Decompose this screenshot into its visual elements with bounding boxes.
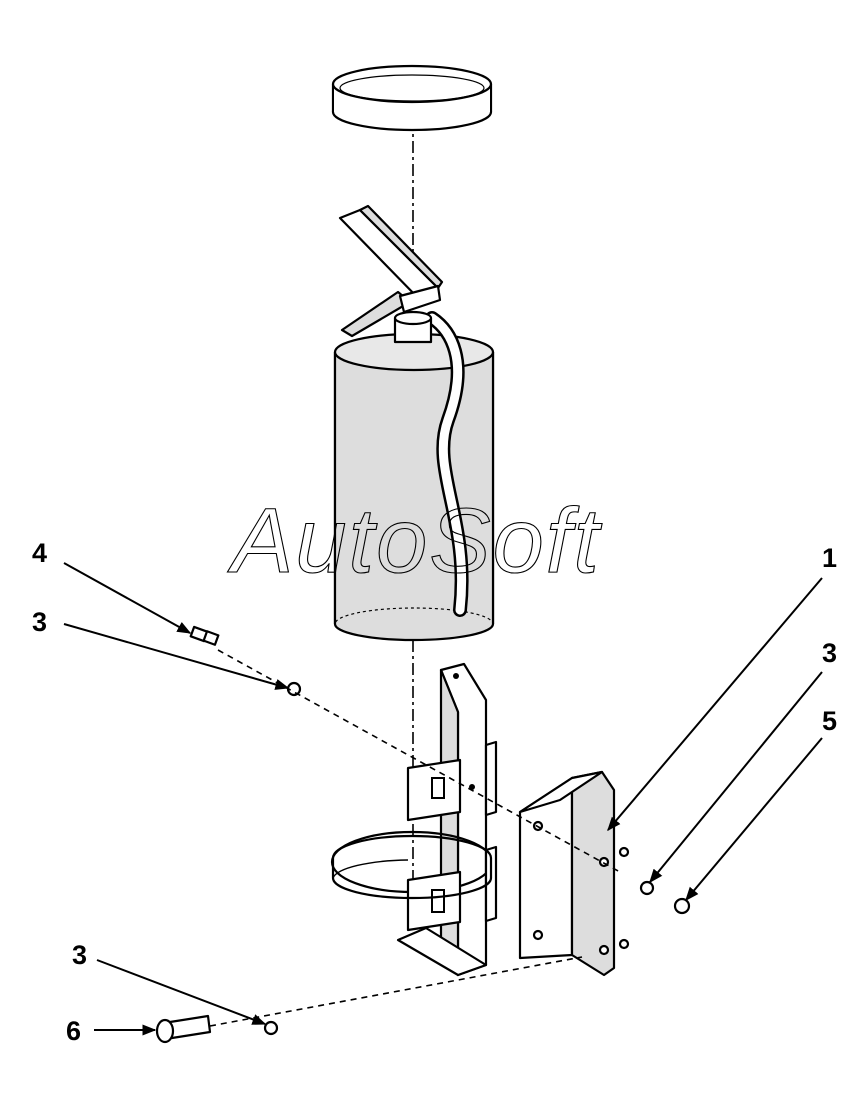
fire-extinguisher — [333, 204, 495, 642]
washer-3-bottom — [263, 1020, 279, 1036]
assembly-line-bottom — [209, 956, 583, 1027]
top-cap-ring — [331, 64, 493, 132]
callout-5: 5 — [822, 706, 837, 736]
watermark: AutoSoft — [227, 490, 602, 592]
wall-plate — [518, 770, 630, 977]
callout-3-bottom: 3 — [72, 940, 87, 970]
callout-1: 1 — [822, 543, 837, 573]
leader-5 — [685, 737, 823, 902]
leader-1 — [607, 577, 823, 832]
bolt-part-6 — [155, 1014, 212, 1044]
callout-3-right: 3 — [822, 638, 837, 668]
callout-3-top: 3 — [32, 607, 47, 637]
bolt-part-4 — [189, 625, 220, 646]
leader-3-top — [63, 623, 290, 690]
mounting-bracket — [330, 662, 498, 977]
callout-6: 6 — [66, 1016, 81, 1046]
leader-3-bottom — [96, 959, 267, 1025]
washer-3-right — [639, 880, 655, 896]
assembly-line-bolt — [217, 649, 621, 873]
lower-band-ring — [331, 834, 493, 900]
leader-3-right — [649, 671, 823, 884]
leader-4 — [63, 562, 192, 634]
nut-part-5 — [673, 897, 691, 915]
callout-4: 4 — [32, 538, 47, 568]
